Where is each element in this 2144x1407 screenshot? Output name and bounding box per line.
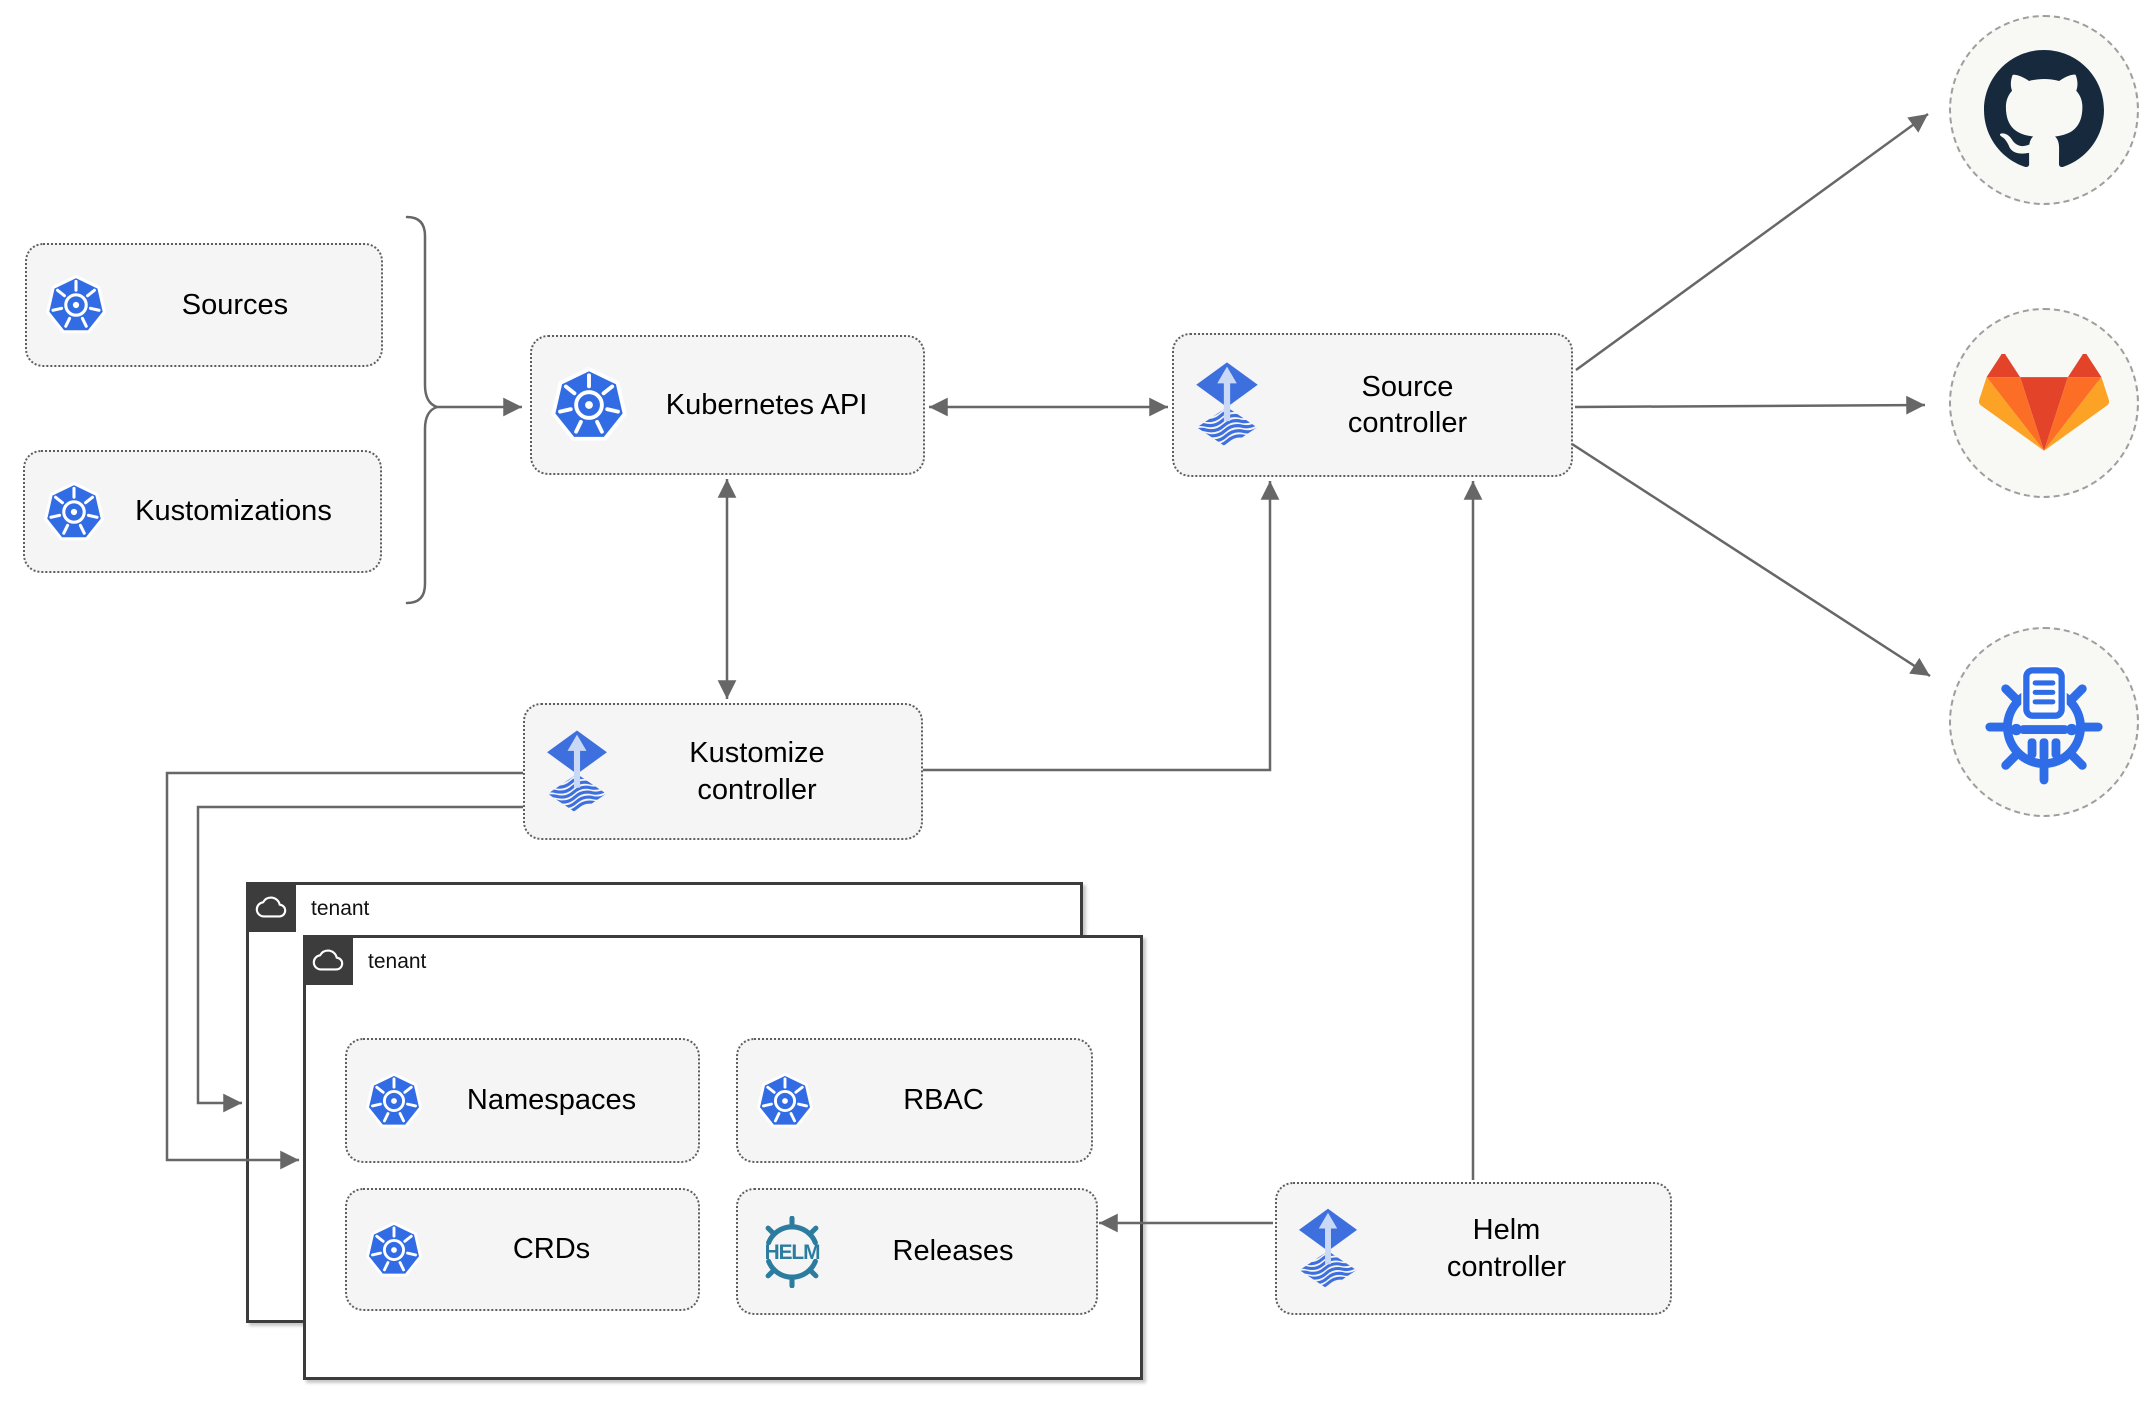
kubernetes-icon bbox=[365, 1072, 423, 1130]
node-kubernetes-api: Kubernetes API bbox=[530, 335, 925, 475]
brace-sources-group bbox=[405, 215, 441, 605]
external-chartmuseum bbox=[1949, 627, 2139, 817]
tenant-inner-label: tenant bbox=[368, 950, 427, 973]
tenant-inner-badge bbox=[303, 935, 353, 985]
node-releases: HELM Releases bbox=[736, 1188, 1098, 1315]
node-kustomize-controller: Kustomize controller bbox=[523, 703, 923, 840]
kubernetes-icon bbox=[45, 274, 107, 336]
gitlab-icon bbox=[1979, 354, 2109, 452]
node-namespaces: Namespaces bbox=[345, 1038, 700, 1163]
node-label: Kustomize controller bbox=[689, 737, 825, 806]
kubernetes-icon bbox=[365, 1221, 423, 1279]
helm-icon: HELM bbox=[765, 1215, 820, 1288]
node-source-controller: Source controller bbox=[1172, 333, 1573, 477]
kubernetes-icon bbox=[43, 481, 105, 543]
node-crds: CRDs bbox=[345, 1188, 700, 1311]
node-kustomizations: Kustomizations bbox=[23, 450, 382, 573]
external-gitlab bbox=[1949, 308, 2139, 498]
chartmuseum-icon bbox=[1981, 659, 2107, 785]
node-label: CRDs bbox=[512, 1233, 591, 1266]
node-rbac: RBAC bbox=[736, 1038, 1093, 1163]
node-label: Helm controller bbox=[1446, 1214, 1567, 1283]
tenant-outer-badge bbox=[246, 882, 296, 932]
node-label: RBAC bbox=[903, 1084, 984, 1117]
cloud-icon bbox=[254, 894, 288, 920]
node-sources: Sources bbox=[25, 243, 383, 367]
flux-icon bbox=[1192, 361, 1262, 449]
kubernetes-icon bbox=[550, 366, 628, 444]
external-github bbox=[1949, 15, 2139, 205]
edge-kustomize-to-source bbox=[923, 481, 1280, 772]
flux-icon bbox=[1295, 1207, 1361, 1291]
github-icon bbox=[1984, 50, 2104, 170]
node-helm-controller: Helm controller bbox=[1275, 1182, 1672, 1315]
cloud-icon bbox=[311, 947, 345, 973]
node-label: Source controller bbox=[1347, 370, 1468, 439]
helm-logo-text: HELM bbox=[765, 1241, 820, 1264]
node-label: Releases bbox=[892, 1235, 1014, 1268]
kubernetes-icon bbox=[756, 1072, 814, 1130]
edge-source-to-gitlab bbox=[1574, 395, 1926, 415]
node-label: Namespaces bbox=[466, 1084, 637, 1117]
edge-source-to-github bbox=[1575, 112, 1929, 372]
node-label: Sources bbox=[181, 288, 289, 321]
node-label: Kustomizations bbox=[135, 495, 332, 528]
node-label: Kubernetes API bbox=[665, 388, 868, 421]
flux-icon bbox=[543, 729, 611, 815]
edge-source-to-chartmuseum bbox=[1571, 442, 1931, 678]
tenant-outer-label: tenant bbox=[311, 897, 370, 920]
tenant-inner-container: tenant Namespaces RBAC CRDs bbox=[303, 935, 1143, 1380]
